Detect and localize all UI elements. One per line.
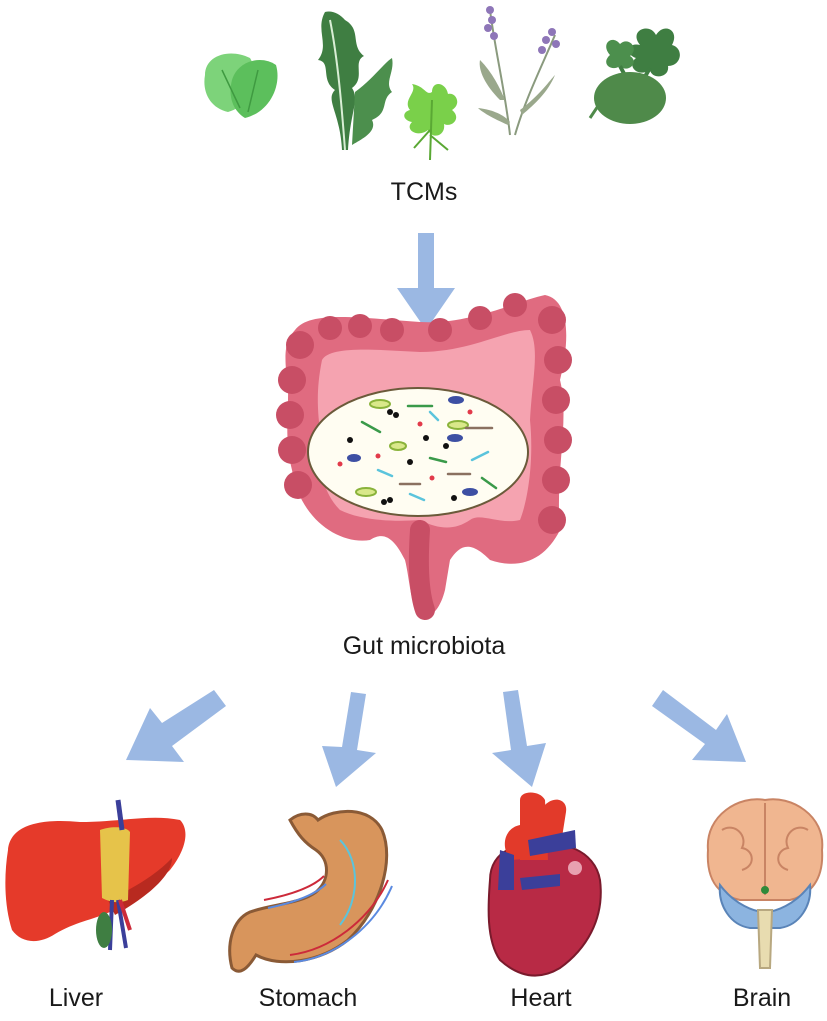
arrow-to-brain — [652, 690, 746, 762]
arugula-icon — [318, 11, 393, 151]
colon-icon — [276, 293, 572, 620]
tcm-label: TCMs — [390, 178, 458, 206]
brain-label: Brain — [732, 984, 792, 1012]
stomach-icon — [228, 809, 393, 973]
liver-icon — [5, 799, 186, 951]
arrows-gut-to-organs — [126, 690, 746, 787]
arrow-to-liver — [126, 690, 226, 762]
brain-icon — [706, 798, 824, 969]
gut-microbiota-label: Gut microbiota — [342, 632, 506, 660]
arrow-to-stomach — [322, 692, 376, 787]
arrow-tcms-to-gut — [397, 233, 455, 330]
herbs-group — [204, 6, 680, 161]
cilantro-icon — [404, 83, 458, 161]
microbiota-ellipse — [307, 387, 529, 517]
kohlrabi-icon — [588, 28, 680, 124]
stomach-label: Stomach — [258, 984, 358, 1012]
liver-label: Liver — [48, 984, 104, 1012]
lavender-icon — [478, 6, 560, 136]
microbe-dots — [337, 396, 498, 505]
arrow-to-heart — [492, 690, 546, 787]
heart-label: Heart — [510, 984, 572, 1012]
heart-icon — [487, 792, 602, 977]
mint-leaf-icon — [204, 53, 278, 118]
